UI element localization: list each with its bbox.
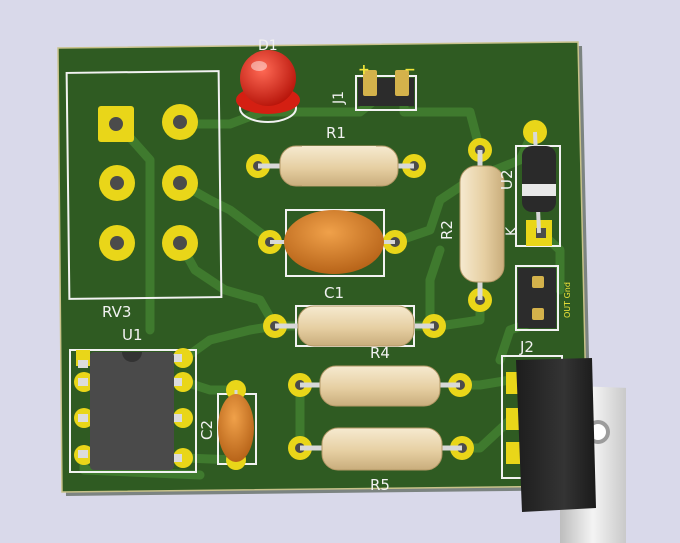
label-c2: C2	[198, 420, 216, 440]
label-d1: D1	[258, 38, 278, 54]
ic-u1	[69, 348, 197, 473]
label-c1: C1	[324, 284, 344, 302]
j1-header	[355, 70, 417, 111]
label-rv3: RV3	[102, 303, 131, 321]
regulator-to220	[501, 355, 626, 543]
capacitor-c2	[217, 380, 257, 470]
resistor-r5	[288, 427, 474, 471]
diode-u2	[515, 120, 561, 247]
capacitor-c1	[258, 209, 407, 277]
led-d1	[236, 50, 300, 123]
label-r5: R5	[370, 476, 390, 494]
label-r1: R1	[326, 124, 346, 142]
silkscreen-labels: D1 R1 J1 + − R2 U2 K C1 OUT Gnd J2 RV3 U…	[102, 38, 572, 494]
label-minus: −	[404, 62, 416, 78]
label-j2: J2	[519, 338, 534, 356]
label-u1: U1	[122, 326, 143, 344]
label-k: K	[504, 226, 520, 236]
label-plus: +	[358, 62, 370, 78]
rv3-trimmer	[65, 70, 223, 300]
label-u2: U2	[498, 169, 516, 190]
label-r2: R2	[438, 220, 456, 240]
resistor-r2	[459, 138, 505, 312]
j2-header	[515, 265, 559, 331]
label-j1: J1	[331, 91, 347, 105]
resistor-r4	[263, 305, 446, 347]
label-r4: R4	[370, 344, 390, 362]
resistor-middle	[288, 365, 472, 407]
resistor-r1	[246, 145, 426, 187]
label-j2-pins: OUT Gnd	[563, 282, 572, 318]
